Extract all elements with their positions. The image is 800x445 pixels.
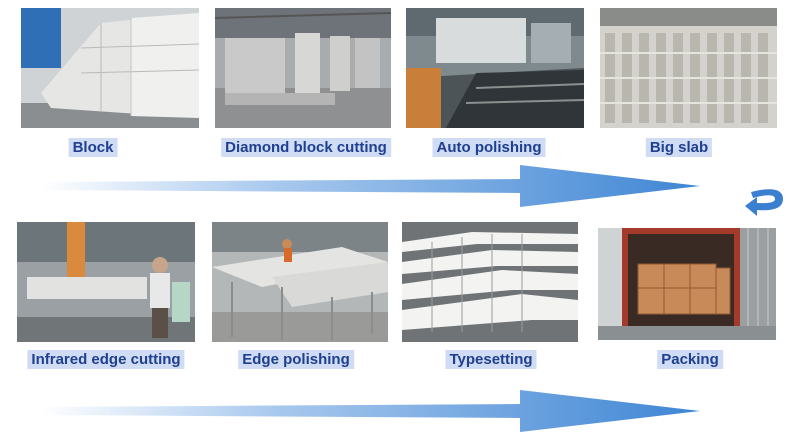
photo-diamond-block-cutting: [215, 8, 391, 128]
photo-block: [21, 8, 199, 128]
caption-packing: Packing: [657, 350, 723, 369]
process-arrow-icon: [40, 390, 700, 432]
photo-edge-polishing: [212, 222, 388, 342]
caption-edge-polishing: Edge polishing: [238, 350, 354, 369]
caption-big-slab: Big slab: [645, 138, 713, 157]
caption-auto-polishing: Auto polishing: [432, 138, 546, 157]
photo-packing: [598, 228, 776, 340]
photo-infrared-edge-cutting: [17, 222, 195, 342]
return-arrow-icon: [743, 182, 790, 216]
photo-auto-polishing: [406, 8, 584, 128]
caption-typesetting: Typesetting: [445, 350, 537, 369]
photo-big-slab: [600, 8, 777, 128]
caption-diamond-block-cutting: Diamond block cutting: [221, 138, 391, 157]
caption-block: Block: [68, 138, 118, 157]
photo-typesetting: [402, 222, 578, 342]
caption-infrared-edge-cutting: Infrared edge cutting: [27, 350, 185, 369]
process-arrow-icon: [40, 165, 700, 207]
